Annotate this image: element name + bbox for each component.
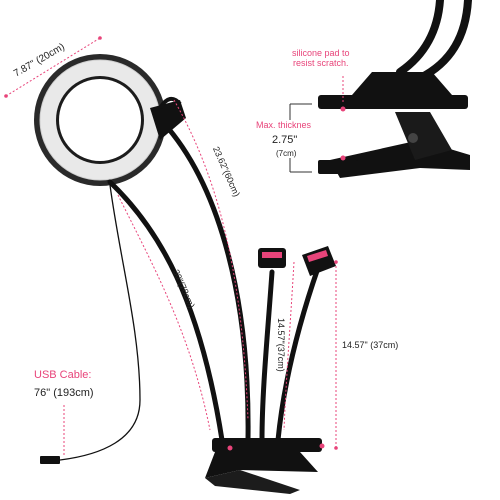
gooseneck-arms [107,125,321,443]
mic-clip [150,96,186,140]
bottom-clamp [205,438,325,494]
pad-note-label: silicone pad to resist scratch. [292,48,350,68]
thickness-metric: (7cm) [276,149,297,158]
thickness-title: Max. thicknes [256,120,312,130]
usb-cable [59,184,141,461]
ring-light [34,54,166,186]
overall-height-label: 14.57" (37cm) [342,340,399,350]
dimension-lines [5,37,337,455]
phone-holders [258,246,336,276]
thickness-value: 2.75" [272,134,298,146]
top-clamp [318,0,472,178]
thickness-bracket [289,103,312,173]
usb-plug [40,456,60,464]
usb-cable-title: USB Cable: [34,369,92,381]
phone-arm-label: 14.57"(37cm) [276,318,286,372]
usb-cable-length: 76" (193cm) [34,387,94,399]
